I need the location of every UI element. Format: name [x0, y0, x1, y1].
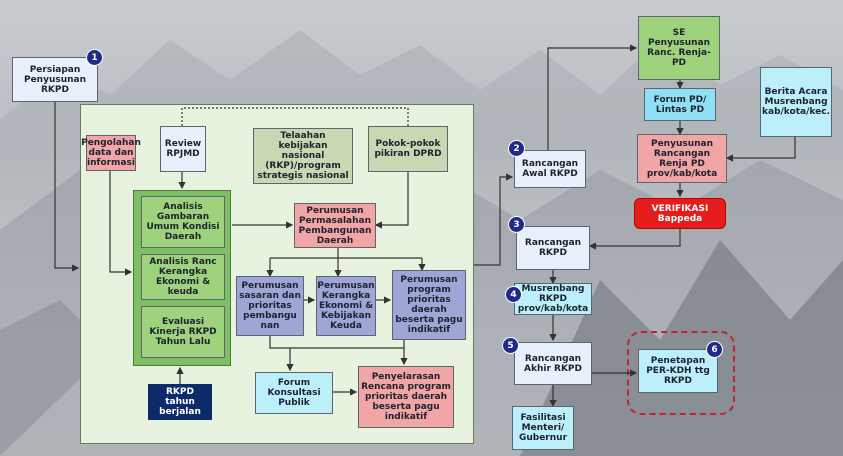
box-analisis-gambaran: Analisis Gambaran Umum Kondisi Daerah [141, 196, 225, 248]
box-evaluasi: Evaluasi Kinerja RKPD Tahun Lalu [141, 306, 225, 358]
box-rancangan: Rancangan RKPD [516, 226, 590, 270]
box-review-rpjmd: Review RPJMD [160, 126, 206, 172]
box-musrenbang: Musrenbang RKPD prov/kab/kota [514, 283, 592, 315]
box-perumusan-kerangka: Perumusan Kerangka Ekonomi & Kebijakan K… [316, 276, 376, 336]
step-badge-6: 6 [706, 341, 723, 358]
box-berita-acara: Berita Acara Musrenbang kab/kota/kec. [760, 67, 832, 137]
box-perumusan-permasalahan: Perumusan Permasalahan Pembangunan Daera… [294, 203, 376, 248]
box-rancangan-awal: Rancangan Awal RKPD [514, 150, 586, 188]
box-perumusan-program: Perumusan program prioritas daerah beser… [392, 270, 466, 340]
box-perumusan-sasaran: Perumusan sasaran dan prioritas pembangu… [236, 276, 304, 336]
step-badge-2: 2 [508, 140, 525, 157]
box-verifikasi: VERIFIKASI Bappeda [634, 198, 726, 229]
box-rkpd-tahun-berjalan: RKPD tahun berjalan [148, 384, 212, 420]
step-badge-4: 4 [505, 286, 522, 303]
box-pengolahan: Pengolahan data dan informasi [81, 135, 141, 171]
box-fasilitasi: Fasilitasi Menteri/ Gubernur [512, 406, 574, 450]
box-forum-pd: Forum PD/ Lintas PD [644, 88, 716, 121]
box-telaahan: Telaahan kebijakan nasional (RKP)/progra… [253, 128, 353, 184]
box-penyelarasan: Penyelarasan Rencana program prioritas d… [358, 366, 454, 428]
box-pokok-pikiran: Pokok-pokok pikiran DPRD [368, 126, 448, 172]
box-forum-konsultasi: Forum Konsultasi Publik [255, 372, 333, 414]
box-rancangan-akhir: Rancangan Akhir RKPD [514, 342, 592, 385]
box-persiapan: Persiapan Penyusunan RKPD [12, 57, 98, 102]
box-se-penyusunan: SE Penyusunan Ranc. Renja-PD [638, 16, 720, 80]
step-badge-3: 3 [508, 216, 525, 233]
step-badge-1: 1 [86, 49, 103, 66]
box-analisis-ranc: Analisis Ranc Kerangka Ekonomi & keuda [141, 254, 225, 300]
step-badge-5: 5 [502, 337, 519, 354]
box-penetapan: Penetapan PER-KDH ttg RKPD [638, 349, 718, 393]
box-penyusunan-renja: Penyusunan Rancangan Renja PD prov/kab/k… [637, 134, 727, 183]
